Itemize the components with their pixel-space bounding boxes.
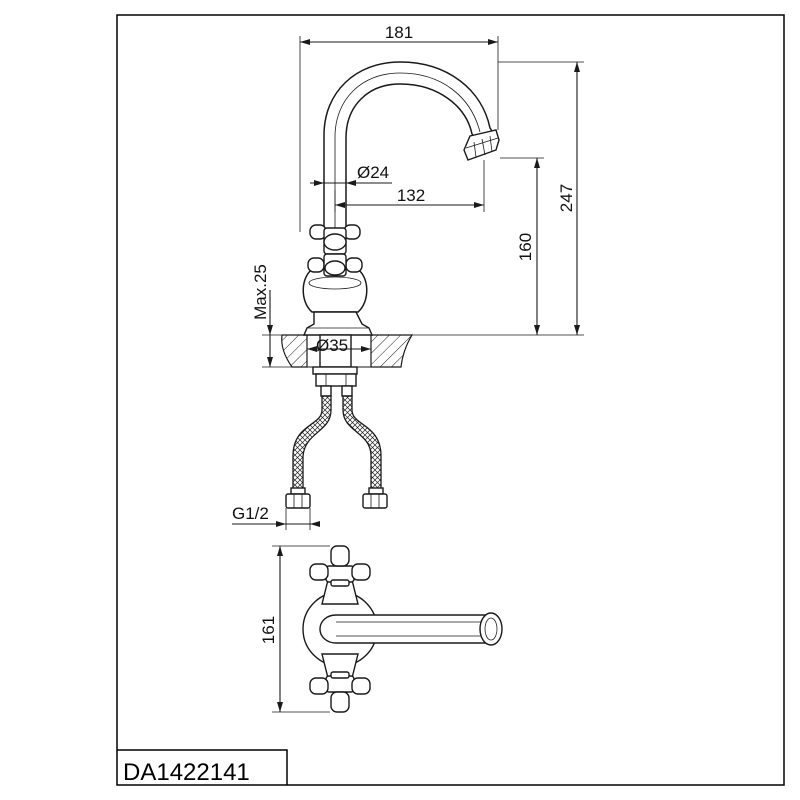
dim-hose-thread: G1/2 [232,504,320,530]
right-hose [342,395,382,491]
top-lower-handle [309,653,371,713]
dim-max-counter-thickness: Max.25 [251,264,292,368]
dim-outlet-height: 160 [412,157,584,336]
svg-text:132: 132 [397,186,425,205]
valve-body [302,267,368,313]
counter-section-right [370,334,414,368]
top-upper-handle [309,545,371,605]
aerator [463,129,500,161]
drawing-frame [116,14,785,786]
faucet-top-view [302,545,503,713]
lower-cross-handle [307,253,363,277]
right-hose-nut [362,487,388,509]
faucet-base [302,311,374,336]
model-code: DA1422141 [123,759,250,786]
dim-spout-reach: 181 [299,23,499,232]
dim-handle-span: 161 [259,545,330,713]
counter-section [281,334,308,368]
dim-mounting-hole: Ø35 [307,336,371,355]
title-block [117,749,288,785]
svg-text:Max.25: Max.25 [251,264,270,320]
svg-text:Ø24: Ø24 [357,163,389,182]
svg-text:247: 247 [557,184,576,212]
svg-text:160: 160 [516,233,535,261]
top-spout [319,614,487,644]
dim-spout-diameter: Ø24 [310,163,392,186]
left-hose [292,395,332,491]
left-hose-nut [285,487,311,509]
mounting-shank [312,334,358,397]
svg-text:Ø35: Ø35 [316,336,348,355]
dim-total-height: 247 [498,61,584,335]
faucet-side-view [281,61,500,509]
dim-handle-to-outlet: 132 [334,160,485,212]
svg-text:G1/2: G1/2 [232,504,269,523]
upper-cross-handle [309,224,361,255]
svg-text:161: 161 [259,616,278,644]
svg-text:181: 181 [385,23,413,42]
